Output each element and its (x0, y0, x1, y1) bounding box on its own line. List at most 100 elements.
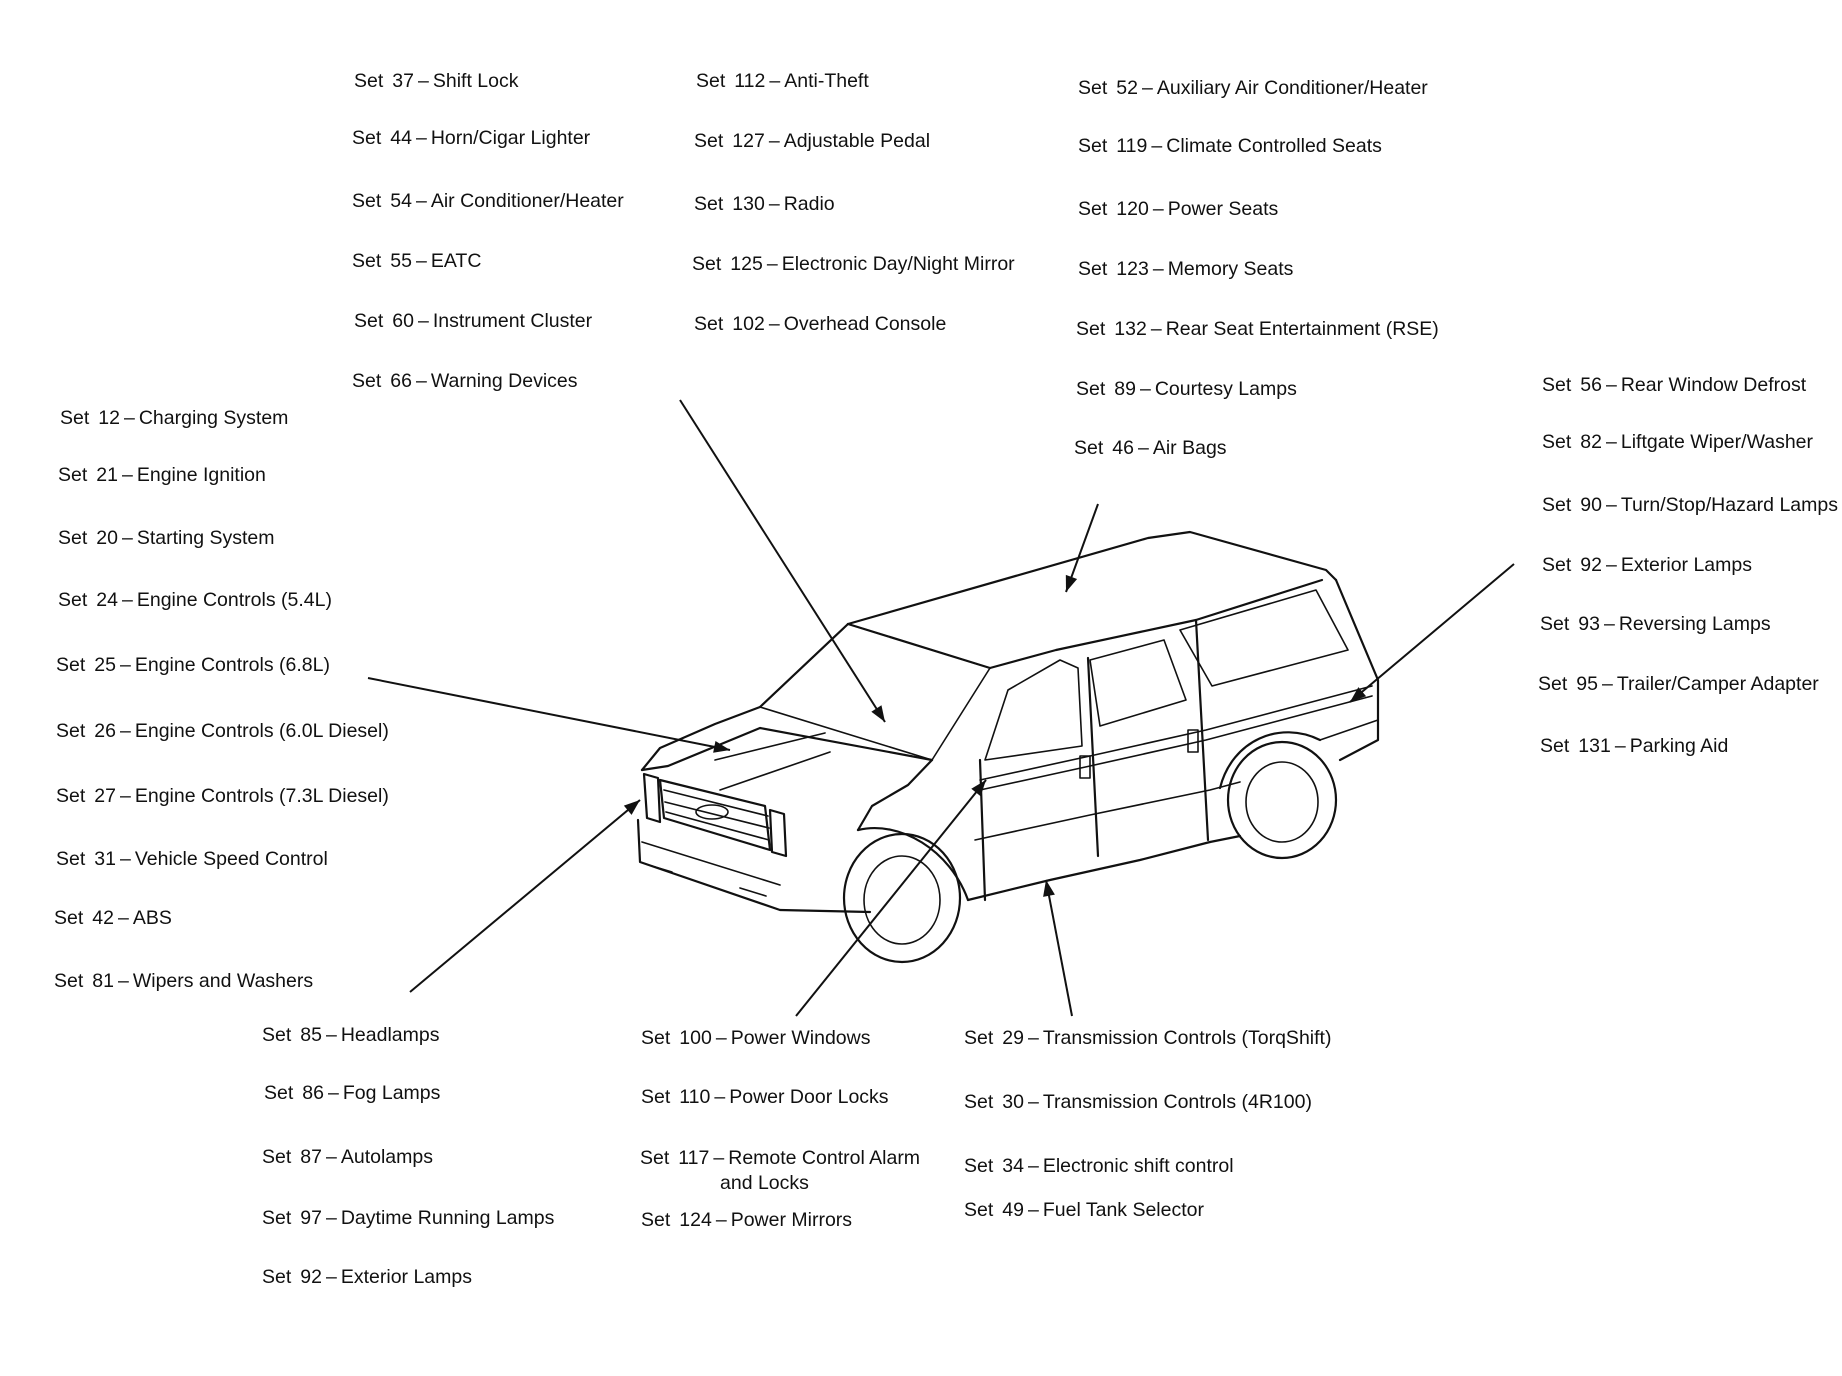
label-set-word: Set (352, 127, 382, 149)
label-set-number: 49 (1002, 1199, 1024, 1221)
label-set-number: 60 (392, 310, 414, 332)
label-set-word: Set (56, 720, 86, 742)
label-set-word: Set (1542, 494, 1572, 516)
arrow-lower-center-to-door (795, 779, 987, 1017)
label-dash: – (714, 1086, 726, 1108)
label-system-name: Power Seats (1167, 198, 1279, 220)
label-set-number: 37 (392, 70, 414, 92)
label-set-number: 66 (390, 370, 412, 392)
label-set-word: Set (1078, 198, 1108, 220)
label-set-word: Set (262, 1266, 292, 1288)
label-set-word: Set (262, 1024, 292, 1046)
label-system-name: Adjustable Pedal (783, 130, 931, 152)
label-dash: – (325, 1024, 337, 1046)
label-set-word: Set (964, 1091, 994, 1113)
label-set-number: 125 (730, 253, 763, 275)
label-dash: – (325, 1266, 337, 1288)
label-set-word: Set (56, 654, 86, 676)
label-dash: – (1152, 258, 1164, 280)
label-set-number: 119 (1116, 135, 1148, 157)
label-set-word: Set (1076, 378, 1106, 400)
label-set-word: Set (641, 1027, 671, 1049)
label-system-name: Liftgate Wiper/Washer (1620, 431, 1814, 453)
label-system-name: Autolamps (340, 1146, 433, 1168)
arrow-head (1065, 574, 1078, 592)
label-system-name: Daytime Running Lamps (340, 1207, 555, 1229)
label-set-number: 117 (678, 1147, 710, 1169)
label-set-number: 31 (94, 848, 116, 870)
label-dash: – (119, 848, 131, 870)
label-dash: – (715, 1209, 727, 1231)
label-dash: – (1603, 613, 1615, 635)
label-set-number: 132 (1114, 318, 1147, 340)
label-system-name: Exterior Lamps (340, 1266, 472, 1288)
label-set-number: 52 (1116, 77, 1138, 99)
label-set-number: 81 (92, 970, 114, 992)
label-set-word: Set (694, 193, 724, 215)
label-set-number: 46 (1112, 437, 1134, 459)
label-system-name: Engine Controls (6.8L) (134, 654, 330, 676)
label-set-word: Set (54, 907, 84, 929)
label-set-number: 24 (96, 589, 118, 611)
label-system-name: Auxiliary Air Conditioner/Heater (1156, 77, 1428, 99)
arrow-head (871, 705, 885, 722)
label-set-word: Set (1074, 437, 1104, 459)
label-set-number: 54 (390, 190, 412, 212)
label-system-name: Power Door Locks (729, 1086, 889, 1108)
label-dash: – (119, 785, 131, 807)
label-set-number: 95 (1576, 673, 1598, 695)
label-system-name: Shift Lock (432, 70, 519, 92)
arrow-left-to-hood (367, 677, 731, 753)
label-system-name: Electronic Day/Night Mirror (781, 253, 1015, 275)
label-system-name: Electronic shift control (1042, 1155, 1234, 1177)
label-dash: – (417, 70, 429, 92)
arrow-roof (1065, 503, 1099, 593)
label-set-number: 130 (732, 193, 765, 215)
label-dash: – (121, 464, 133, 486)
label-set-word: Set (262, 1146, 292, 1168)
label-system-name: Headlamps (340, 1024, 440, 1046)
label-system-name: Climate Controlled Seats (1166, 135, 1382, 157)
label-set-word: Set (1542, 431, 1572, 453)
label-system-name: ABS (132, 907, 172, 929)
label-dash: – (713, 1147, 725, 1169)
label-set-number: 29 (1002, 1027, 1024, 1049)
label-dash: – (1605, 374, 1617, 396)
label-set-word: Set (54, 970, 84, 992)
label-set-word: Set (1078, 77, 1108, 99)
label-system-name: Transmission Controls (4R100) (1042, 1091, 1312, 1113)
label-system-name: Air Bags (1152, 437, 1227, 459)
label-system-name: Reversing Lamps (1618, 613, 1771, 635)
label-system-name: Engine Ignition (136, 464, 266, 486)
label-set-word: Set (58, 589, 88, 611)
label-set-number: 120 (1116, 198, 1149, 220)
label-set-number: 123 (1116, 258, 1149, 280)
label-system-name: Fuel Tank Selector (1042, 1199, 1204, 1221)
label-set-number: 110 (679, 1086, 711, 1108)
label-set-word: Set (694, 130, 724, 152)
label-set-word: Set (264, 1082, 294, 1104)
label-system-name: Vehicle Speed Control (134, 848, 328, 870)
label-system-name: Engine Controls (7.3L Diesel) (134, 785, 389, 807)
label-system-name: EATC (430, 250, 482, 272)
label-system-name: Fog Lamps (342, 1082, 441, 1104)
label-set-word: Set (1538, 673, 1568, 695)
label-set-word: Set (640, 1147, 670, 1169)
